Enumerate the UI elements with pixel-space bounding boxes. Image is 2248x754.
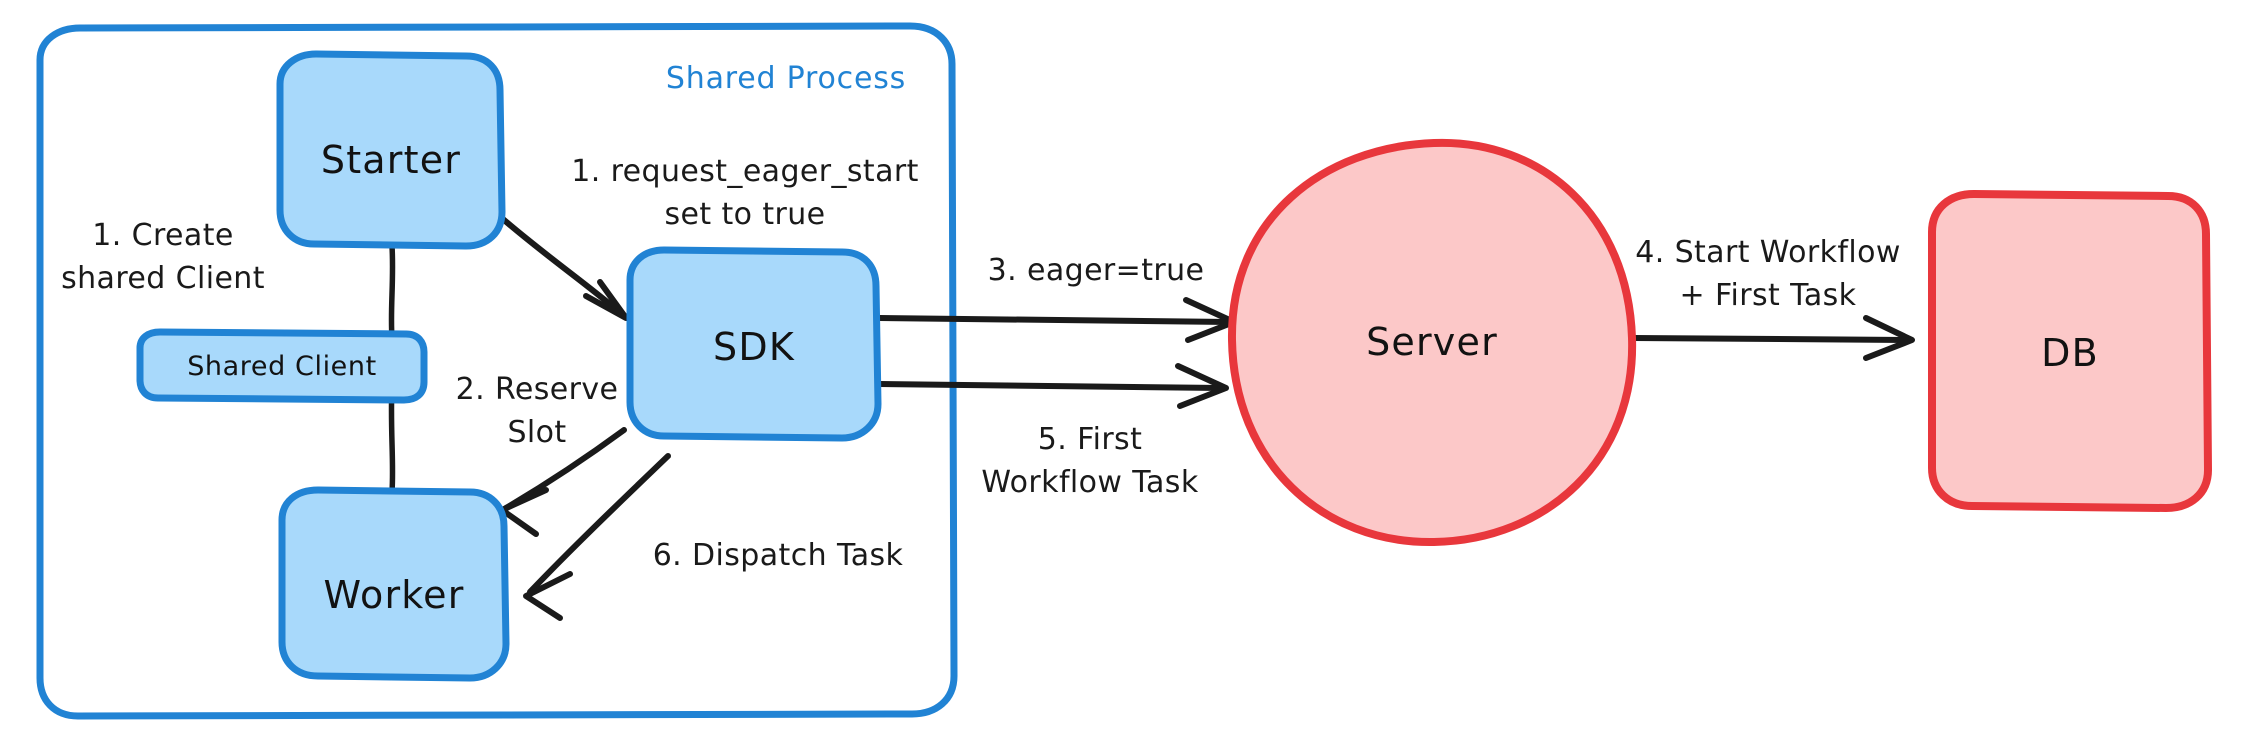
group-shared-process: Shared Process [36,22,958,720]
node-worker[interactable]: Worker [278,486,510,682]
node-starter[interactable]: Starter [276,50,506,250]
node-sdk[interactable]: SDK [626,246,882,442]
node-server-shape [1227,138,1637,547]
edge-sdk-to-worker-dispatch-task [523,453,671,621]
label-first-workflow-task-line2: Workflow Task [981,465,1198,500]
node-sdk-shape [626,246,882,442]
label-eager-true-line1: 3. eager=true [988,253,1205,288]
node-db-label: DB [2041,331,2099,375]
edge-sdk-to-server-first-task [877,363,1229,409]
label-dispatch-task: 6. Dispatch Task [653,538,904,573]
label-request-eager-start-line1: 1. request_eager_start [571,154,919,189]
node-server-label: Server [1366,320,1498,364]
label-create-shared-client-line2: shared Client [61,261,265,296]
node-sdk-label: SDK [713,325,795,369]
label-dispatch-task-line1: 6. Dispatch Task [653,538,904,573]
label-reserve-slot-line1: 2. Reserve [456,372,619,407]
label-reserve-slot: 2. Reserve Slot [456,372,619,450]
node-starter-label: Starter [321,138,461,182]
node-worker-label: Worker [323,573,464,617]
node-shared-client-label: Shared Client [187,351,377,382]
node-worker-shape [278,486,510,682]
edge-starter-to-sdk [493,210,629,321]
label-start-workflow-line1: 4. Start Workflow [1635,235,1901,270]
label-start-workflow: 4. Start Workflow + First Task [1635,235,1901,313]
label-create-shared-client: 1. Create shared Client [61,218,265,296]
node-server[interactable]: Server [1227,138,1637,547]
label-create-shared-client-line1: 1. Create [92,218,233,253]
label-first-workflow-task: 5. First Workflow Task [981,422,1198,500]
edge-server-to-db [1631,315,1915,361]
node-db-shape [1928,190,2212,512]
node-shared-client[interactable]: Shared Client [136,328,428,404]
edge-starter-to-shared-client [388,243,396,341]
node-shared-client-shape [136,328,428,404]
edge-sdk-to-server-eager [877,297,1237,343]
label-eager-true: 3. eager=true [988,253,1205,288]
shared-process-border [36,22,958,720]
node-starter-shape [276,50,506,250]
label-request-eager-start: 1. request_eager_start set to true [571,154,919,232]
label-first-workflow-task-line1: 5. First [1038,422,1143,457]
label-start-workflow-line2: + First Task [1680,278,1857,313]
label-reserve-slot-line2: Slot [507,415,566,450]
node-db[interactable]: DB [1928,190,2212,512]
label-request-eager-start-line2: set to true [664,197,825,232]
shared-process-label: Shared Process [666,61,906,96]
